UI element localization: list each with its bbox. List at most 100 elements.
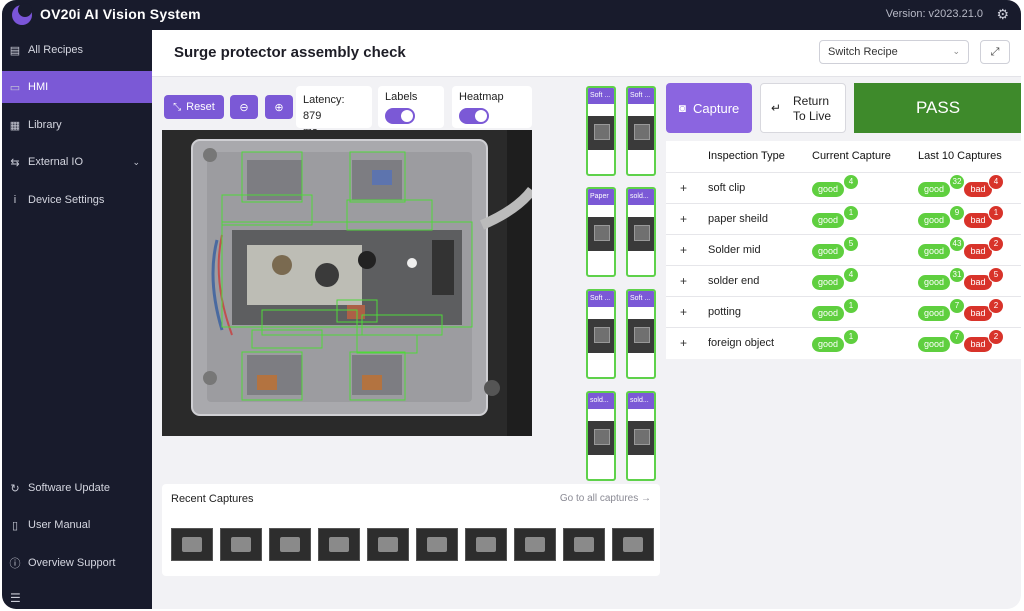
table-row[interactable]: + soft clip good 4 good 32 bad 4: [666, 172, 1021, 204]
return-to-live-button[interactable]: ↵ Return To Live: [760, 83, 846, 133]
heatmap-label: Heatmap: [459, 91, 504, 103]
region-thumbnail[interactable]: Soft ...: [586, 86, 616, 176]
sidebar-item-label: HMI: [28, 81, 49, 93]
expand-row-icon[interactable]: +: [680, 274, 688, 288]
region-thumbnail[interactable]: Soft ...: [626, 86, 656, 176]
thumbnail-image: [588, 319, 614, 353]
page-title: Surge protector assembly check: [174, 44, 406, 61]
sidebar-item-external-io[interactable]: ⇆ External IO ⌄: [2, 146, 152, 178]
last-bad-count: 5: [988, 267, 1004, 283]
table-row[interactable]: + potting good 1 good 7 bad 2: [666, 296, 1021, 328]
recent-capture-thumbnail[interactable]: [563, 528, 605, 561]
recent-capture-thumbnail[interactable]: [269, 528, 311, 561]
results-table: Inspection Type Current Capture Last 10 …: [666, 141, 1021, 359]
last-bad-count: 2: [988, 236, 1004, 252]
sidebar-item-device-settings[interactable]: i Device Settings: [2, 184, 152, 216]
reset-button[interactable]: ⤡ Reset: [164, 95, 224, 119]
shrink-icon: ⤡: [173, 101, 182, 113]
region-thumbnail[interactable]: sold...: [586, 391, 616, 481]
inspection-type: potting: [708, 306, 742, 318]
zoom-in-button[interactable]: ⊕: [265, 95, 293, 119]
fullscreen-button[interactable]: ⤢: [980, 40, 1010, 64]
result-status: PASS: [854, 83, 1021, 133]
logo-icon: [12, 3, 32, 25]
gear-icon[interactable]: ⚙: [996, 6, 1009, 22]
last-bad-badge: bad: [964, 306, 992, 321]
column-header: Current Capture: [812, 150, 891, 162]
current-status-badge: good: [812, 337, 844, 352]
reset-label: Reset: [186, 101, 215, 113]
last-bad-count: 2: [988, 329, 1004, 345]
thumbnail-label: Soft ...: [628, 291, 654, 307]
current-status-badge: good: [812, 213, 844, 228]
recent-capture-thumbnail[interactable]: [416, 528, 458, 561]
refresh-icon: ↻: [10, 482, 20, 495]
expand-row-icon[interactable]: +: [680, 212, 688, 226]
region-thumbnail[interactable]: Soft ...: [626, 289, 656, 379]
app-title: OV20i AI Vision System: [40, 6, 201, 22]
thumbnail-image: [628, 217, 654, 251]
inspection-type: Solder mid: [708, 244, 761, 256]
sidebar-item-hmi[interactable]: ▭ HMI: [2, 71, 152, 103]
current-count: 1: [843, 329, 859, 345]
last-bad-count: 4: [988, 174, 1004, 190]
chevron-down-icon: ⌄: [952, 46, 960, 56]
region-thumbnail[interactable]: Soft ...: [586, 289, 616, 379]
expand-row-icon[interactable]: +: [680, 305, 688, 319]
sidebar-item-software-update[interactable]: ↻ Software Update: [2, 472, 152, 504]
recent-capture-thumbnail[interactable]: [220, 528, 262, 561]
sidebar-item-label: Device Settings: [28, 194, 105, 206]
last-good-badge: good: [918, 213, 950, 228]
recent-capture-thumbnail[interactable]: [318, 528, 360, 561]
sidebar-item-library[interactable]: ▦ Library: [2, 109, 152, 141]
last-bad-badge: bad: [964, 213, 992, 228]
table-row[interactable]: + Solder mid good 5 good 43 bad 2: [666, 234, 1021, 266]
inspection-image[interactable]: [162, 130, 532, 436]
expand-row-icon[interactable]: +: [680, 181, 688, 195]
region-thumbnail[interactable]: sold...: [626, 187, 656, 277]
sidebar-item-user-manual[interactable]: ▯ User Manual: [2, 509, 152, 541]
camera-icon: ◙: [678, 101, 686, 115]
last-good-count: 7: [949, 329, 965, 345]
expand-row-icon[interactable]: +: [680, 336, 688, 350]
sidebar-item-overview-support[interactable]: ⓘ Overview Support: [2, 547, 152, 579]
thumbnail-image: [588, 116, 614, 150]
thumbnail-label: Paper: [588, 189, 614, 205]
recent-capture-thumbnail[interactable]: [612, 528, 654, 561]
page-header: Surge protector assembly check Switch Re…: [152, 30, 1021, 77]
current-count: 5: [843, 236, 859, 252]
heatmap-toggle[interactable]: [459, 108, 489, 124]
go-to-all-captures-link[interactable]: Go to all captures →: [559, 493, 651, 504]
thumbnail-image: [588, 217, 614, 251]
switch-recipe-select[interactable]: Switch Recipe ⌄: [819, 40, 969, 64]
document-icon: ▤: [9, 44, 21, 57]
sidebar-item-label: Overview Support: [28, 557, 116, 569]
region-thumbnail[interactable]: sold...: [626, 391, 656, 481]
collapse-sidebar-icon[interactable]: ☰: [10, 591, 21, 605]
recent-capture-thumbnail[interactable]: [514, 528, 556, 561]
capture-button[interactable]: ◙ Capture: [666, 83, 752, 133]
monitor-icon: ▭: [9, 81, 21, 94]
table-row[interactable]: + solder end good 4 good 31 bad 5: [666, 265, 1021, 297]
labels-toggle[interactable]: [385, 108, 415, 124]
zoom-out-button[interactable]: ⊖: [230, 95, 258, 119]
recent-capture-thumbnail[interactable]: [171, 528, 213, 561]
labels-toggle-box: Labels: [378, 86, 444, 128]
table-row[interactable]: + foreign object good 1 good 7 bad 2: [666, 327, 1021, 359]
table-row[interactable]: + paper sheild good 1 good 9 bad 1: [666, 203, 1021, 235]
version-label: Version: v2023.21.0: [885, 8, 983, 20]
info-icon: i: [13, 194, 17, 206]
last-bad-count: 2: [988, 298, 1004, 314]
recent-capture-thumbnail[interactable]: [465, 528, 507, 561]
current-count: 4: [843, 267, 859, 283]
sidebar-item-all-recipes[interactable]: ▤ All Recipes: [2, 34, 152, 66]
switch-recipe-label: Switch Recipe: [828, 46, 898, 58]
last-bad-count: 1: [988, 205, 1004, 221]
last-bad-badge: bad: [964, 244, 992, 259]
last-good-count: 43: [949, 236, 965, 252]
recent-capture-thumbnail[interactable]: [367, 528, 409, 561]
sidebar-item-label: Software Update: [28, 482, 110, 494]
region-thumbnail[interactable]: Paper: [586, 187, 616, 277]
expand-row-icon[interactable]: +: [680, 243, 688, 257]
